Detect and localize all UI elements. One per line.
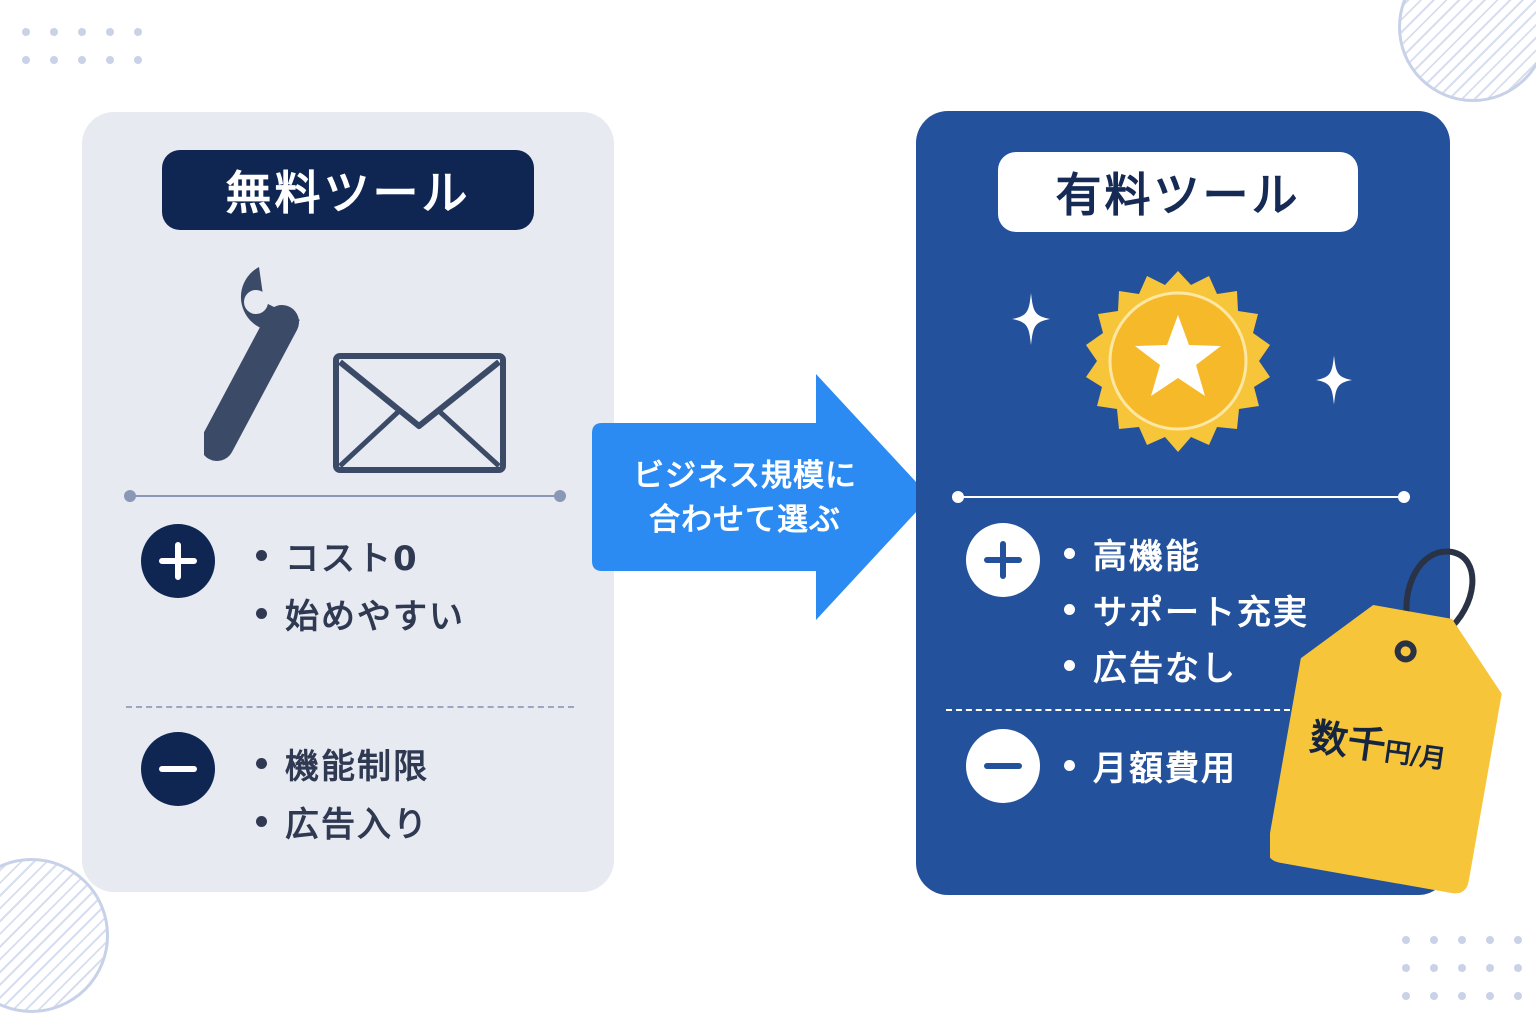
comparison-arrow: ビジネス規模に 合わせて選ぶ — [590, 372, 935, 622]
free-tool-title: 無料ツール — [162, 150, 534, 230]
free-pros-plus-icon — [141, 524, 215, 598]
paid-cons-list: 月額費用 — [1064, 737, 1237, 793]
list-item: 始めやすい — [256, 584, 465, 642]
sparkle-icon — [1012, 293, 1050, 345]
list-item: 高機能 — [1064, 525, 1309, 581]
paid-separator — [958, 496, 1404, 498]
decorative-dots-bottom-right — [1402, 936, 1522, 1000]
arrow-label: ビジネス規模に 合わせて選ぶ — [633, 458, 857, 538]
list-item: サポート充実 — [1064, 581, 1309, 637]
free-separator-dot-right — [554, 490, 566, 502]
price-tag: 数千円/月 — [1270, 540, 1510, 900]
free-pros-list: コスト0 始めやすい — [256, 526, 465, 642]
wrench-icon — [204, 267, 300, 461]
paid-pros-list: 高機能 サポート充実 広告なし — [1064, 525, 1309, 693]
price-tag-icon — [1270, 548, 1502, 894]
free-separator-dot-left — [124, 490, 136, 502]
free-cons-list: 機能制限 広告入り — [256, 734, 429, 850]
list-item: 機能制限 — [256, 734, 429, 792]
free-cons-minus-icon — [141, 732, 215, 806]
envelope-icon — [333, 353, 506, 473]
paid-pros-plus-icon — [966, 523, 1040, 597]
paid-dashed-divider — [946, 709, 1290, 711]
decorative-circle-top-right — [1398, 0, 1536, 102]
free-dashed-divider — [126, 706, 574, 708]
free-separator — [130, 495, 562, 497]
free-tool-card: 無料ツール コスト0 始めやすい 機能制限 広告入り — [82, 112, 614, 892]
list-item: コスト0 — [256, 526, 465, 584]
decorative-dots-top-left — [22, 28, 142, 64]
list-item: 広告入り — [256, 792, 429, 850]
paid-cons-minus-icon — [966, 729, 1040, 803]
paid-separator-dot-left — [952, 491, 964, 503]
paid-separator-dot-right — [1398, 491, 1410, 503]
star-badge-icon — [1086, 271, 1270, 452]
sparkle-icon — [1316, 355, 1352, 405]
list-item: 広告なし — [1064, 637, 1309, 693]
list-item: 月額費用 — [1064, 737, 1237, 793]
paid-tool-title: 有料ツール — [998, 152, 1358, 232]
